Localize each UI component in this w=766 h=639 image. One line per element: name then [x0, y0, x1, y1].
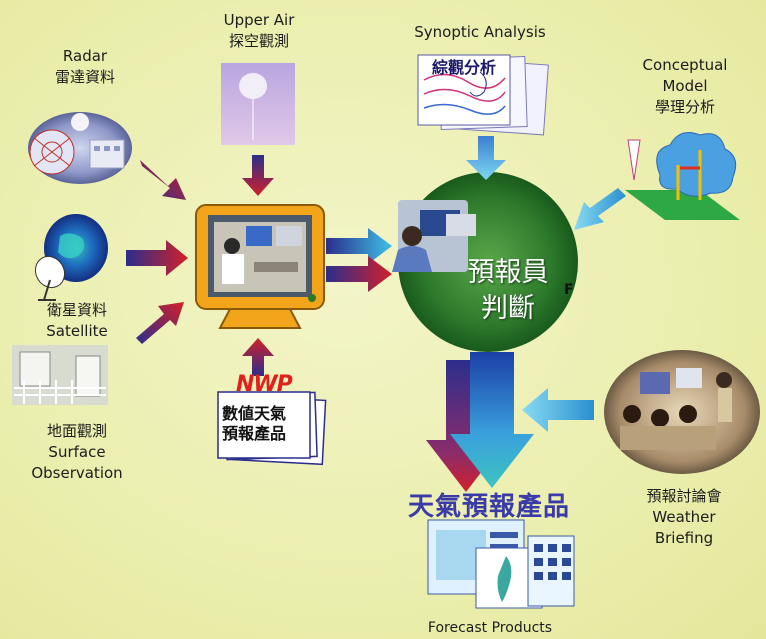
arrow-workstation-to-forecaster-upper [326, 228, 392, 264]
conceptual-model-graphic [625, 132, 740, 220]
arrow-surface-to-workstation [136, 302, 184, 344]
forecast-products-label: Forecast Products [427, 620, 553, 636]
workstation-monitor [195, 204, 325, 329]
arrow-upper-air-to-workstation [242, 155, 274, 196]
nwp-line2: 預報產品 [222, 424, 287, 443]
surface-label-line1: Surface [48, 443, 106, 461]
satellite-label-zh: 衛星資料 [46, 301, 107, 319]
nwp-products-stack [217, 391, 327, 466]
nwp-title: NWP [236, 372, 293, 397]
briefing-label-zh: 預報討論會 [646, 487, 722, 505]
forecaster-line2: 判斷 [481, 293, 535, 324]
forecaster-globe [392, 172, 578, 352]
synoptic-chart [417, 54, 549, 136]
satellite-label: 衛星資料 Satellite [22, 300, 132, 342]
upper-air-photo [221, 63, 295, 145]
conceptual-label-zh: 學理分析 [654, 98, 715, 116]
arrow-radar-to-workstation [140, 160, 186, 200]
surface-observation-label: 地面觀測 Surface Observation [22, 421, 132, 484]
radar-label: Radar 雷達資料 [30, 46, 140, 88]
synoptic-card-title: 綜觀分析 [432, 58, 497, 77]
surface-observation-photo [12, 345, 108, 405]
surface-label-line2: Observation [31, 464, 123, 482]
forecaster-tag: F [564, 282, 574, 298]
conceptual-label-line2: Model [662, 77, 708, 95]
forecaster-text: 預報員 判斷 [462, 255, 554, 327]
satellite-label-en: Satellite [46, 322, 108, 340]
synoptic-label-en: Synoptic Analysis [414, 23, 546, 41]
briefing-label-line2: Briefing [654, 529, 714, 547]
radar-photo [28, 112, 132, 184]
forecast-products-thumbnails [427, 519, 575, 609]
radar-label-zh: 雷達資料 [54, 68, 115, 86]
arrow-nwp-to-workstation [242, 338, 274, 376]
arrow-satellite-to-workstation [126, 240, 188, 276]
arrow-workstation-to-forecaster-lower [326, 256, 392, 292]
weather-briefing-photo [604, 350, 760, 474]
arrow-synoptic-to-forecaster [466, 136, 506, 180]
upper-air-label: Upper Air 探空觀測 [204, 10, 314, 52]
arrow-forecaster-to-products-front [450, 352, 534, 488]
synoptic-label: Synoptic Analysis [400, 22, 560, 43]
arrow-conceptual-to-forecaster [574, 188, 626, 230]
forecast-products-title: 天氣預報產品 [408, 492, 571, 522]
nwp-text: 數値天氣 預報產品 [222, 404, 286, 444]
surface-label-zh: 地面觀測 [46, 422, 107, 440]
arrow-briefing-to-products [522, 388, 594, 432]
conceptual-label-line1: Conceptual [642, 56, 728, 74]
forecaster-line1: 預報員 [467, 257, 549, 288]
upper-air-label-en: Upper Air [223, 11, 295, 29]
briefing-label-line1: Weather [652, 508, 716, 526]
upper-air-label-zh: 探空觀測 [228, 32, 289, 50]
conceptual-model-label: Conceptual Model 學理分析 [630, 55, 740, 118]
weather-briefing-label: 預報討論會 Weather Briefing [624, 486, 744, 549]
nwp-line1: 數値天氣 [222, 404, 287, 423]
satellite-photo [34, 214, 108, 301]
radar-label-en: Radar [62, 47, 108, 65]
